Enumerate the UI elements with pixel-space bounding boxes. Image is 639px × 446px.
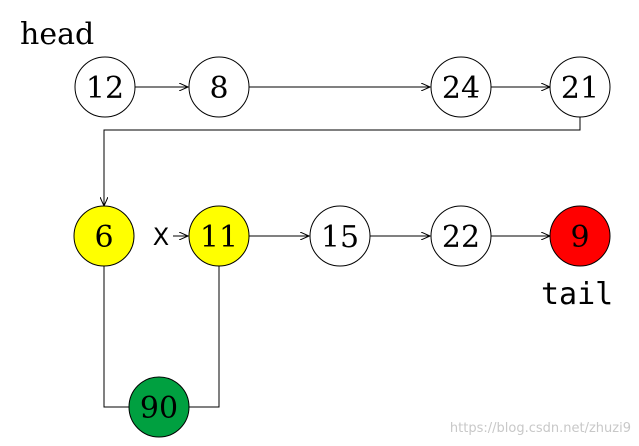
node-24-circle (430, 56, 492, 118)
node-21-circle (549, 56, 611, 118)
node-22-circle (430, 205, 492, 267)
node-24: 24 (430, 56, 492, 118)
node-6: 6 (73, 205, 135, 267)
watermark: https://blog.csdn.net/zhuzi9 (450, 421, 631, 436)
removed-link-mark: X (153, 223, 169, 251)
node-90-value: 90 (140, 391, 178, 426)
node-8: 8 (188, 56, 250, 118)
node-12-circle (74, 56, 136, 118)
node-6-value: 6 (94, 220, 113, 255)
node-22: 22 (430, 205, 492, 267)
head-label: head (20, 17, 94, 52)
node-21: 21 (549, 56, 611, 118)
edge-90-to-11 (189, 266, 220, 408)
node-8-value: 8 (209, 71, 228, 106)
node-24-value: 24 (442, 71, 480, 106)
node-90: 90 (128, 376, 190, 438)
node-12-value: 12 (86, 71, 124, 106)
tail-label: tail (541, 277, 613, 312)
node-90-circle (128, 376, 190, 438)
node-11: 11 (188, 205, 250, 267)
node-9-circle (549, 205, 611, 267)
node-11-circle (188, 205, 250, 267)
node-15-circle (309, 205, 371, 267)
edge-21-to-6 (104, 117, 581, 206)
node-15: 15 (309, 205, 371, 267)
edges (103, 87, 581, 408)
node-9: 9 (549, 205, 611, 267)
node-9-value: 9 (570, 220, 589, 255)
node-11-value: 11 (200, 220, 238, 255)
node-12: 12 (74, 56, 136, 118)
node-6-circle (73, 205, 135, 267)
node-22-value: 22 (442, 220, 480, 255)
edge-6-to-90 (103, 266, 129, 408)
node-8-circle (188, 56, 250, 118)
nodes: 12 8 24 21 6 11 15 22 (73, 56, 611, 438)
node-15-value: 15 (321, 220, 359, 255)
node-21-value: 21 (561, 71, 599, 106)
